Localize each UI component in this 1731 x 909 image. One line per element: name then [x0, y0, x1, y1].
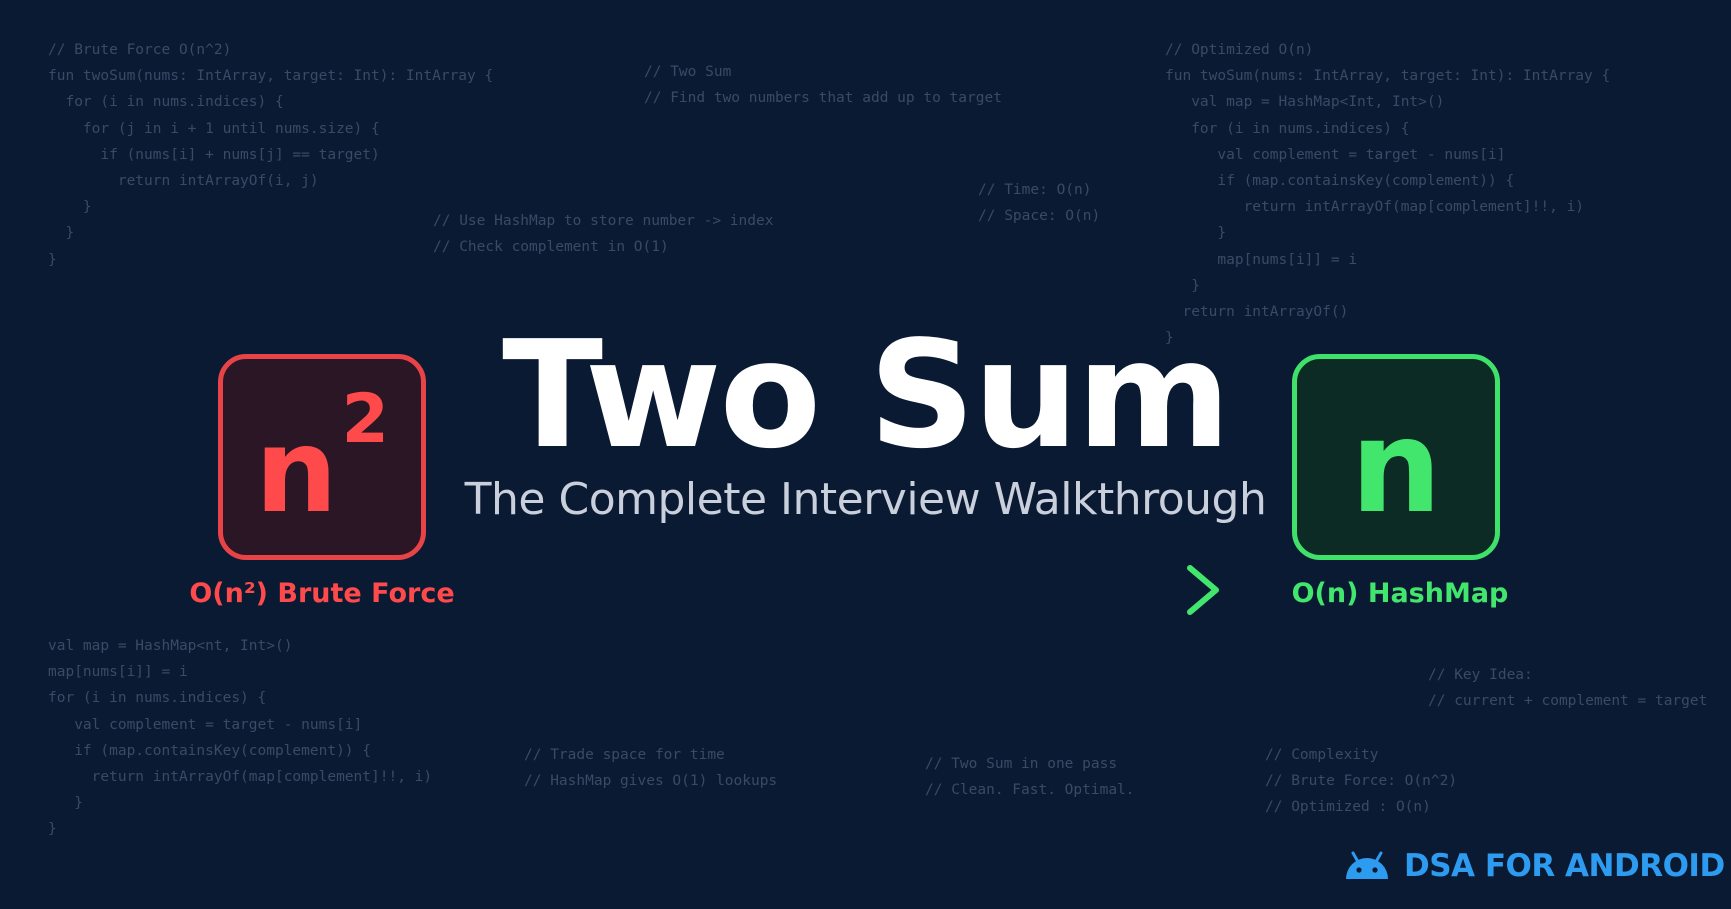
code-line: if (nums[i] + nums[j] == target)	[48, 146, 380, 163]
code-line: val map = HashMap<Int, Int>()	[1165, 94, 1445, 111]
code-line: return intArrayOf(i, j)	[48, 173, 319, 190]
code-line: fun twoSum(nums: IntArray, target: Int):…	[48, 68, 494, 85]
code-line: // Use HashMap to store number -> index	[433, 213, 774, 229]
code-line: }	[48, 251, 57, 268]
code-line: }	[48, 821, 57, 838]
badge-right-base: n	[1350, 392, 1442, 542]
code-line: // Brute Force O(n^2)	[48, 42, 232, 58]
code-one-pass: // Two Sum in one pass // Clean. Fast. Op…	[925, 751, 1135, 803]
code-line: // Check complement in O(1)	[433, 239, 669, 256]
code-line: // Time: O(n)	[978, 182, 1092, 198]
badge-left-exponent: 2	[341, 379, 389, 459]
code-line: for (i in nums.indices) {	[48, 690, 267, 707]
code-line: // Brute Force: O(n^2)	[1265, 773, 1458, 790]
page-title: Two Sum	[502, 309, 1231, 481]
code-complexity-note: // Time: O(n) // Space: O(n)	[978, 177, 1100, 229]
code-line: }	[48, 225, 75, 242]
code-line: return intArrayOf(map[complement]!!, i)	[48, 769, 433, 786]
hashmap-caption: O(n) HashMap	[1291, 578, 1509, 609]
brand-logo: DSA FOR ANDROID	[1342, 848, 1725, 884]
code-line: if (map.containsKey(complement)) {	[48, 742, 372, 759]
code-line: fun twoSum(nums: IntArray, target: Int):…	[1165, 68, 1611, 85]
brute-force-caption: O(n²) Brute Force	[189, 578, 455, 609]
code-line: return intArrayOf()	[1165, 304, 1349, 321]
code-line: map[nums[i]] = i	[48, 664, 188, 681]
code-line: // Trade space for time	[524, 747, 725, 763]
code-line: val map = HashMap<nt, Int>()	[48, 638, 293, 654]
code-line: for (j in i + 1 until nums.size) {	[48, 120, 380, 137]
code-line: // Two Sum	[644, 64, 732, 80]
code-line: val complement = target - nums[i]	[48, 716, 363, 733]
code-line: // Optimized : O(n)	[1265, 799, 1431, 816]
code-line: if (map.containsKey(complement)) {	[1165, 173, 1515, 190]
code-line: // Complexity	[1265, 747, 1379, 763]
code-line: // current + complement = target	[1428, 693, 1708, 710]
code-line: }	[48, 795, 83, 812]
code-brute-force: // Brute Force O(n^2) fun twoSum(nums: In…	[48, 37, 493, 273]
code-line: }	[1165, 225, 1227, 242]
brand-name: DSA FOR ANDROID	[1404, 848, 1725, 884]
code-line: }	[1165, 330, 1174, 347]
code-optimized: // Optimized O(n) fun twoSum(nums: IntArr…	[1165, 37, 1610, 351]
badge-left-base: n	[255, 403, 338, 539]
code-loop-snippet: val map = HashMap<nt, Int>() map[nums[i]]…	[48, 633, 432, 843]
android-icon	[1346, 851, 1388, 879]
code-line: }	[48, 199, 92, 216]
page-subtitle: The Complete Interview Walkthrough	[464, 474, 1267, 525]
code-line: // Clean. Fast. Optimal.	[925, 782, 1135, 799]
code-complexity: // Complexity // Brute Force: O(n^2) // Op…	[1265, 742, 1457, 821]
code-line: // Find two numbers that add up to targe…	[644, 90, 1002, 107]
code-hashmap-note: // Use HashMap to store number -> index /…	[433, 208, 773, 260]
code-line: map[nums[i]] = i	[1165, 251, 1358, 268]
code-line: // Space: O(n)	[978, 208, 1101, 225]
code-line: return intArrayOf(map[complement]!!, i)	[1165, 199, 1585, 216]
code-trade: // Trade space for time // HashMap gives …	[524, 742, 777, 794]
code-key-idea: // Key Idea: // current + complement = ta…	[1428, 662, 1707, 714]
hashmap-badge: n	[1292, 354, 1500, 560]
code-line: val complement = target - nums[i]	[1165, 146, 1506, 163]
code-line: // HashMap gives O(1) lookups	[524, 773, 778, 790]
code-line: }	[1165, 277, 1200, 294]
code-line: // Optimized O(n)	[1165, 42, 1314, 58]
code-line: // Two Sum in one pass	[925, 756, 1118, 772]
code-line: for (i in nums.indices) {	[48, 94, 284, 111]
code-intro: // Two Sum // Find two numbers that add u…	[644, 59, 1002, 111]
right-arrow-icon	[501, 565, 1219, 615]
code-line: // Key Idea:	[1428, 667, 1533, 683]
code-line: for (i in nums.indices) {	[1165, 120, 1410, 137]
